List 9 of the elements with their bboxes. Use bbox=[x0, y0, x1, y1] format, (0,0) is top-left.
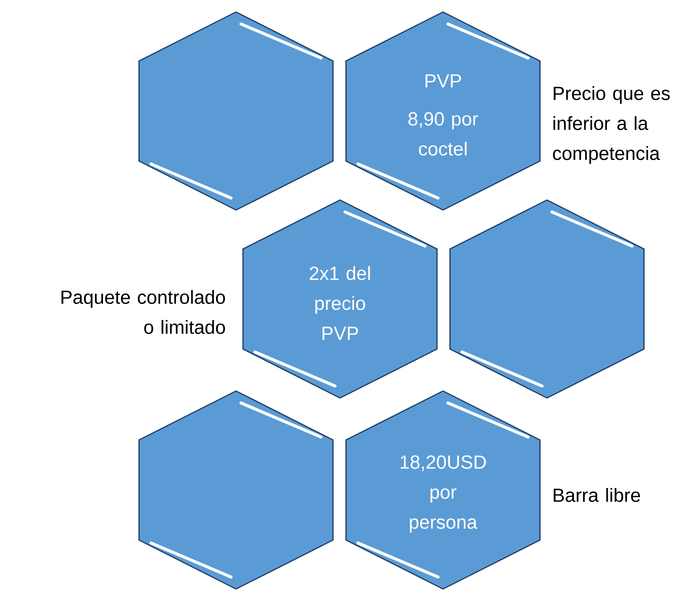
side-label: Paquete controlado o limitado bbox=[62, 290, 225, 334]
hexagon bbox=[138, 390, 334, 590]
hexagon: PVP 8,90 por coctel bbox=[345, 11, 541, 211]
side-label: Barra libre bbox=[554, 488, 640, 502]
hexagon: 18,20USD por persona bbox=[345, 390, 541, 590]
side-label: Precio que es inferior a la competencia bbox=[553, 86, 670, 164]
hexagon bbox=[138, 11, 334, 211]
hexagon bbox=[449, 199, 645, 399]
hexagon: 2x1 del precio PVP bbox=[242, 199, 438, 399]
